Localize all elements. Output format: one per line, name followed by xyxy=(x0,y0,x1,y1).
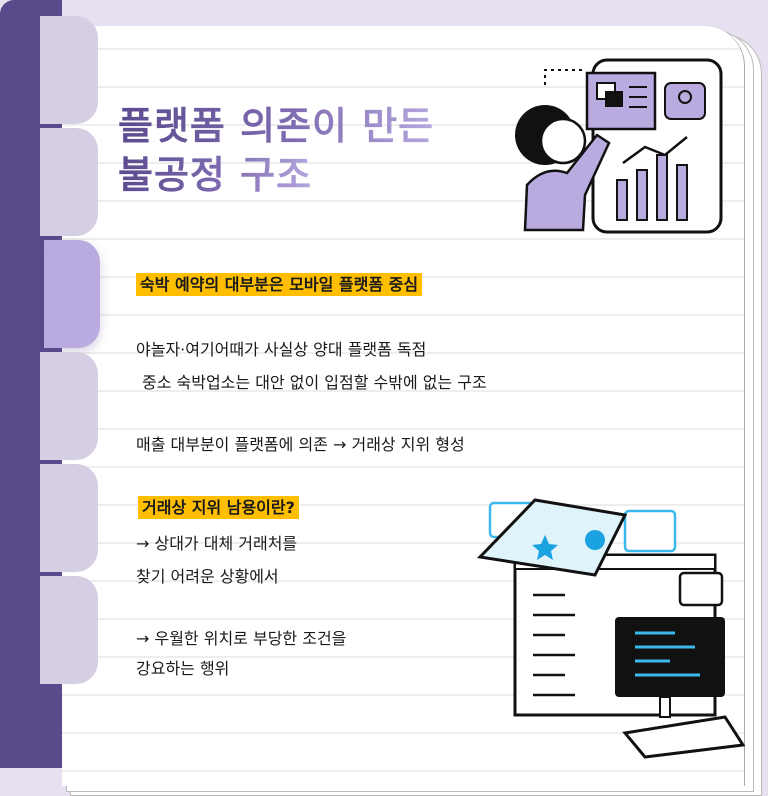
text-definition-1: → 상대가 대체 거래처를 xyxy=(136,534,298,553)
text-definition-2: 찾기 어려운 상황에서 xyxy=(136,567,279,586)
tab-6[interactable] xyxy=(40,576,98,684)
text-no-alternative: 중소 숙박업소는 대안 없이 입점할 수밖에 없는 구조 xyxy=(142,373,487,392)
tab-3-active[interactable] xyxy=(44,240,100,348)
computer-code-illustration xyxy=(476,498,745,759)
text-revenue-dependence: 매출 대부분이 플랫폼에 의존 → 거래상 지위 형성 xyxy=(136,435,465,454)
text-definition-4: 강요하는 행위 xyxy=(136,659,230,678)
text-definition-3: → 우월한 위치로 부당한 조건을 xyxy=(136,629,347,648)
tab-5[interactable] xyxy=(40,464,98,572)
tab-4[interactable] xyxy=(40,352,98,460)
highlight-abuse-definition: 거래상 지위 남용이란? xyxy=(138,496,299,519)
text-duopoly: 야놀자·여기어때가 사실상 양대 플랫폼 독점 xyxy=(136,340,427,359)
person-dashboard-illustration xyxy=(515,58,723,234)
tab-1[interactable] xyxy=(40,16,98,124)
tab-2[interactable] xyxy=(40,128,98,236)
page-title-line2: 불공정 구조 xyxy=(118,153,313,197)
page-title-line1: 플랫폼 의존이 만든 xyxy=(118,104,435,148)
highlight-platform-centric: 숙박 예약의 대부분은 모바일 플랫폼 중심 xyxy=(136,273,423,296)
